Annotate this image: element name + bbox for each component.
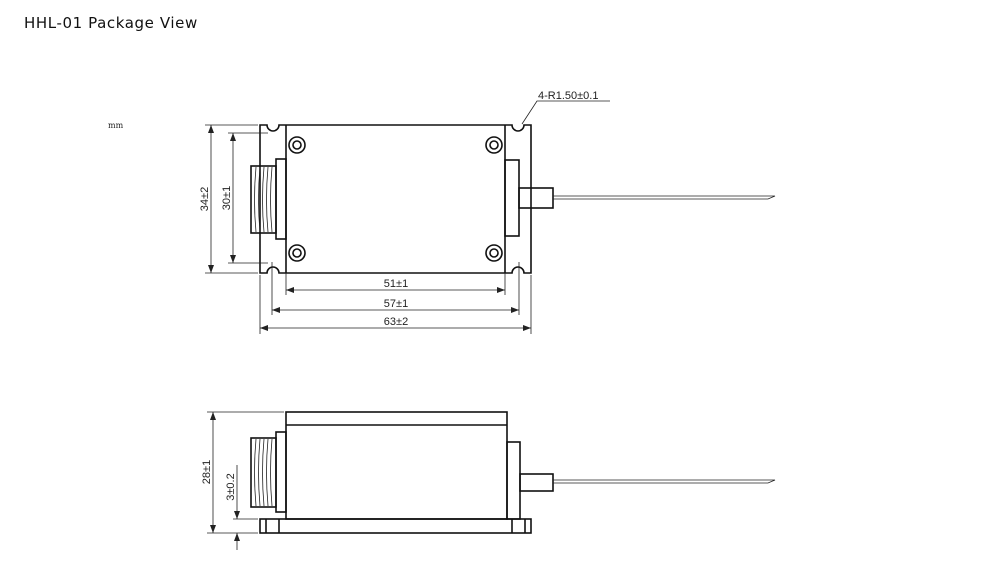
- dim-height-outer: 34±2: [199, 187, 211, 211]
- dim-height-inner: 30±1: [221, 186, 233, 210]
- side-body: [285, 411, 508, 520]
- threaded-connector: [250, 165, 277, 234]
- page-title: HHL-01 Package View: [24, 14, 198, 32]
- dim-width-outer: 63±2: [384, 316, 408, 328]
- flange-outline: [259, 124, 532, 274]
- fiber-ferrule: [518, 187, 554, 209]
- unit-label: mm: [108, 121, 124, 130]
- side-fiber-pigtail: [553, 479, 776, 484]
- side-dimension-lines: [207, 411, 284, 550]
- dim-base-thickness: 3±0.2: [225, 473, 237, 500]
- side-thread-lines: [254, 438, 273, 507]
- side-threaded-connector: [250, 437, 277, 508]
- corner-radius-note: 4-R1.50±0.1: [538, 90, 598, 102]
- base-plate: [259, 518, 532, 534]
- fiber-pigtail: [553, 195, 776, 200]
- connector-plate-right: [504, 159, 520, 237]
- dim-height-total: 28±1: [201, 460, 213, 484]
- side-connector-plate-right: [506, 441, 521, 520]
- side-view: 28±1 3±0.2: [201, 411, 776, 550]
- dim-width-body: 51±1: [384, 278, 408, 290]
- dimension-lines: [205, 100, 610, 334]
- connector-plate-left: [275, 158, 287, 240]
- top-view: 34±2 30±1 51±1 57±1 63±2 4-R1.50±0.1: [199, 90, 776, 334]
- mounting-hole-icon: [288, 136, 503, 262]
- dim-width-holes: 57±1: [384, 298, 408, 310]
- side-connector-plate: [275, 431, 287, 513]
- side-fiber-ferrule: [519, 473, 554, 492]
- thread-lines: [254, 166, 273, 233]
